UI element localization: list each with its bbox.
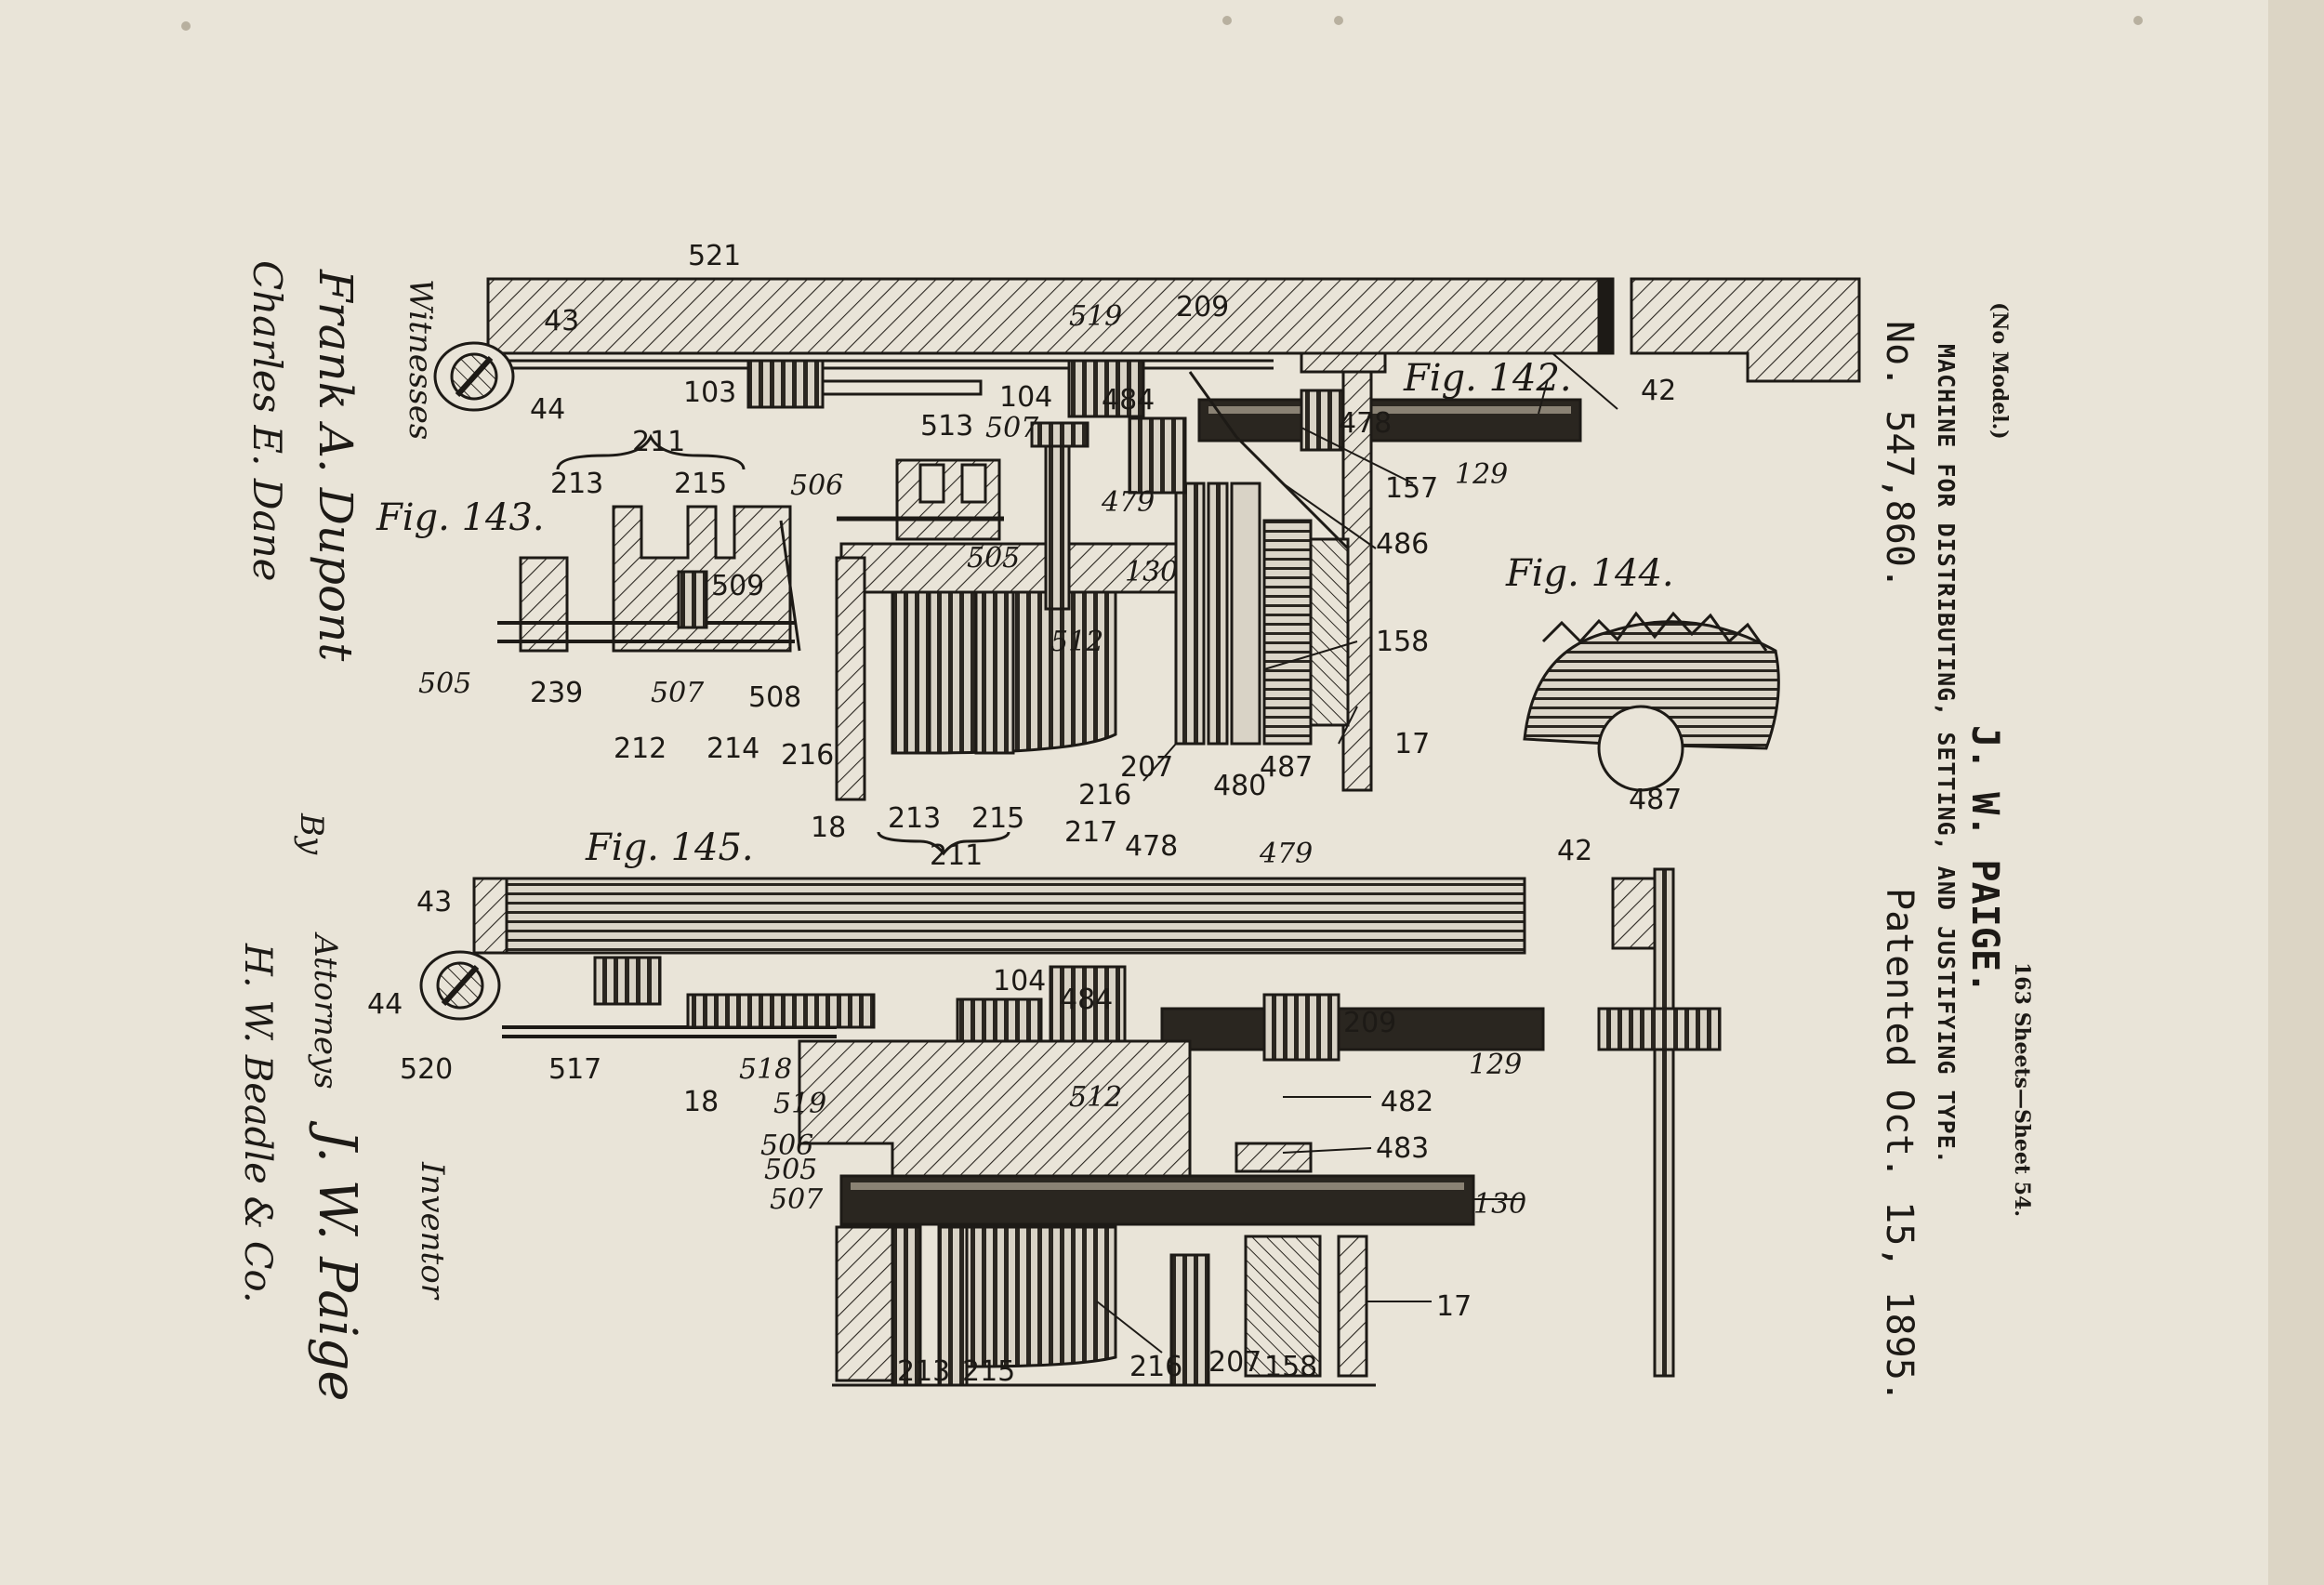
fig142-ref-513: 513 (920, 410, 973, 442)
paper-hole-2 (1222, 16, 1232, 25)
fig142-ref-484: 484 (1102, 384, 1155, 416)
fig143-ref-212: 212 (614, 733, 667, 765)
fig143-ref-215: 215 (674, 468, 727, 500)
fig142-ref-213: 213 (888, 802, 941, 835)
fig145-ref-43: 43 (416, 886, 452, 918)
fig142-ref-478: 478 (1339, 407, 1392, 440)
fig145-ref-484: 484 (1060, 984, 1113, 1016)
fig-144-labels: 487 (1629, 784, 1682, 816)
fig145-ref-216: 216 (1129, 1351, 1182, 1383)
fig142-ref-479: 479 (1101, 486, 1155, 519)
fig143-ref-213: 213 (550, 468, 603, 500)
fig145-ref-517: 517 (548, 1053, 601, 1086)
fig145-ref-215: 215 (962, 1355, 1015, 1388)
fig143-ref-214: 214 (706, 733, 759, 765)
fig-144-title: Fig. 144. (1505, 552, 1674, 595)
fig-145-title: Fig. 145. (585, 826, 754, 869)
fig145-ref-209: 209 (1343, 1007, 1396, 1039)
fig142-ref-519: 519 (1069, 300, 1122, 333)
attorneys-label: Attorneys (307, 934, 344, 1090)
fig142-ref-44: 44 (530, 393, 565, 426)
fig143-ref-505: 505 (418, 667, 471, 700)
fig142-ref-209: 209 (1176, 291, 1229, 324)
fig143-ref-216: 216 (781, 739, 834, 772)
fig142-ref-158: 158 (1376, 626, 1429, 658)
paper-hole-4 (2133, 16, 2143, 25)
fig145-ref-129: 129 (1469, 1049, 1522, 1081)
fig142-ref-129: 129 (1455, 458, 1508, 491)
fig145-ref-130: 130 (1473, 1188, 1526, 1221)
by-label: By (293, 813, 330, 854)
fig145-ref-104: 104 (993, 965, 1046, 997)
fig142-ref-157: 157 (1385, 472, 1438, 505)
fig-142-title: Fig. 142. (1403, 357, 1572, 400)
fig145-ref-158: 158 (1264, 1351, 1317, 1383)
patent-title: MACHINE FOR DISTRIBUTING, SETTING, AND J… (1933, 344, 1960, 1165)
fig142-ref-130: 130 (1125, 556, 1178, 588)
sheet-count-text: 163 Sheets—Sheet 54. (2010, 962, 2034, 1217)
fig145-ref-18: 18 (683, 1086, 719, 1118)
fig142-ref-17: 17 (1394, 728, 1430, 760)
attorneys-signature: H. W. Beadle & Co. (236, 944, 279, 1303)
fig143-ref-507: 507 (651, 677, 705, 709)
fig145-ref-507: 507 (770, 1183, 824, 1216)
fig142-ref-104: 104 (999, 381, 1052, 414)
fig142-ref-487: 487 (1260, 751, 1313, 784)
fig142-ref-512: 512 (1050, 626, 1103, 658)
fig145-ref-512: 512 (1069, 1081, 1122, 1114)
witnesses-label: Witnesses (402, 279, 439, 440)
fig142-ref-217: 217 (1064, 816, 1117, 849)
fig145-ref-207: 207 (1208, 1346, 1261, 1379)
fig145-ref-213: 213 (897, 1355, 950, 1388)
fig142-ref-43: 43 (544, 305, 579, 337)
fig142-ref-521: 521 (688, 240, 741, 272)
fig143-ref-508: 508 (748, 681, 801, 714)
no-model-text: (No Model.) (1987, 302, 2012, 440)
fig142-ref-506: 506 (790, 469, 843, 502)
fig142-ref-18: 18 (811, 812, 846, 844)
fig145-ref-42: 42 (1557, 835, 1592, 867)
fig142-ref-486: 486 (1376, 528, 1429, 561)
fig143-ref-239: 239 (530, 677, 583, 709)
fig142-ref-216: 216 (1078, 779, 1131, 812)
patent-date: Patented Oct. 15, 1895. (1878, 888, 1921, 1403)
fig145-ref-17: 17 (1436, 1290, 1472, 1323)
fig144-ref-487: 487 (1629, 784, 1682, 816)
paper-edge-shade (2268, 0, 2324, 1585)
fig145-ref-483: 483 (1376, 1132, 1429, 1165)
fig142-ref-480: 480 (1213, 770, 1266, 802)
fig145-ref-519: 519 (773, 1088, 826, 1120)
fig145-ref-520: 520 (400, 1053, 453, 1086)
inventor-label: Inventor (414, 1162, 451, 1299)
paper-hole-3 (1334, 16, 1343, 25)
fig145-ref-478: 478 (1125, 830, 1178, 863)
inventor-name-header: J. W. PAIGE. (1963, 725, 2006, 994)
fig145-ref-479: 479 (1259, 838, 1313, 870)
fig142-ref-103: 103 (683, 376, 736, 409)
fig143-ref-509: 509 (711, 570, 764, 602)
fig142-ref-215: 215 (971, 802, 1024, 835)
witness-2-signature: Charles E. Dane (244, 260, 290, 581)
fig145-ref-505: 505 (764, 1154, 817, 1186)
paper-hole-1 (181, 21, 191, 31)
inventor-signature: J. W. Paige (307, 1129, 367, 1402)
witness-1-signature: Frank A. Dupont (309, 270, 363, 661)
fig145-ref-44: 44 (367, 988, 403, 1021)
fig142-ref-505: 505 (967, 542, 1020, 575)
fig145-ref-482: 482 (1380, 1086, 1433, 1118)
fig145-ref-518: 518 (739, 1053, 792, 1086)
patent-number: No. 547,860. (1878, 321, 1921, 589)
fig-143-title: Fig. 143. (376, 496, 545, 539)
fig142-ref-42: 42 (1641, 375, 1676, 407)
fig142-ref-507: 507 (985, 412, 1039, 444)
